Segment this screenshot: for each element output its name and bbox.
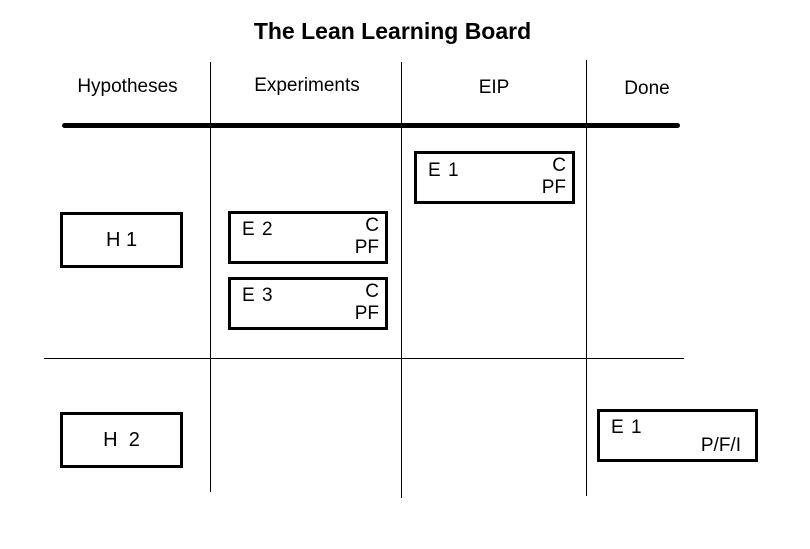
card-label: E 2 <box>242 219 274 240</box>
card-status-bottom: PF <box>354 303 379 324</box>
card-status-top: C <box>365 281 379 302</box>
experiment-card-e3[interactable]: E 3 C PF <box>228 277 388 330</box>
column-header-hypotheses: Hypotheses <box>77 76 178 97</box>
hypothesis-label: H 1 <box>105 229 138 251</box>
card-label: E 1 <box>428 160 460 181</box>
card-label: E 3 <box>242 285 274 306</box>
card-status: P/F/I <box>700 435 741 456</box>
hypothesis-label: H 2 <box>103 429 140 451</box>
card-status-top: C <box>365 215 379 236</box>
column-header-done: Done <box>624 78 670 99</box>
card-status-stack: C PF <box>355 281 379 325</box>
experiment-card-e1-done[interactable]: E 1 P/F/I <box>597 409 758 462</box>
card-status-top: C <box>552 155 566 176</box>
board-title: The Lean Learning Board <box>253 18 532 44</box>
card-status-bottom: PF <box>541 177 566 198</box>
card-status-bottom: PF <box>354 237 379 258</box>
row-divider <box>44 358 684 359</box>
column-header-experiments: Experiments <box>254 75 360 96</box>
card-status-stack: C PF <box>355 215 379 259</box>
card-label: E 1 <box>611 417 643 438</box>
card-status-stack: C PF <box>542 155 566 199</box>
header-divider <box>62 123 680 128</box>
column-header-eip: EIP <box>478 77 510 98</box>
hypothesis-card-h2[interactable]: H 2 <box>60 412 183 468</box>
column-divider-1 <box>210 62 211 492</box>
hypothesis-card-h1[interactable]: H 1 <box>60 212 183 268</box>
experiment-card-e1-eip[interactable]: E 1 C PF <box>414 151 575 204</box>
column-divider-2 <box>401 62 402 498</box>
column-divider-3 <box>586 60 587 496</box>
experiment-card-e2[interactable]: E 2 C PF <box>228 211 388 264</box>
